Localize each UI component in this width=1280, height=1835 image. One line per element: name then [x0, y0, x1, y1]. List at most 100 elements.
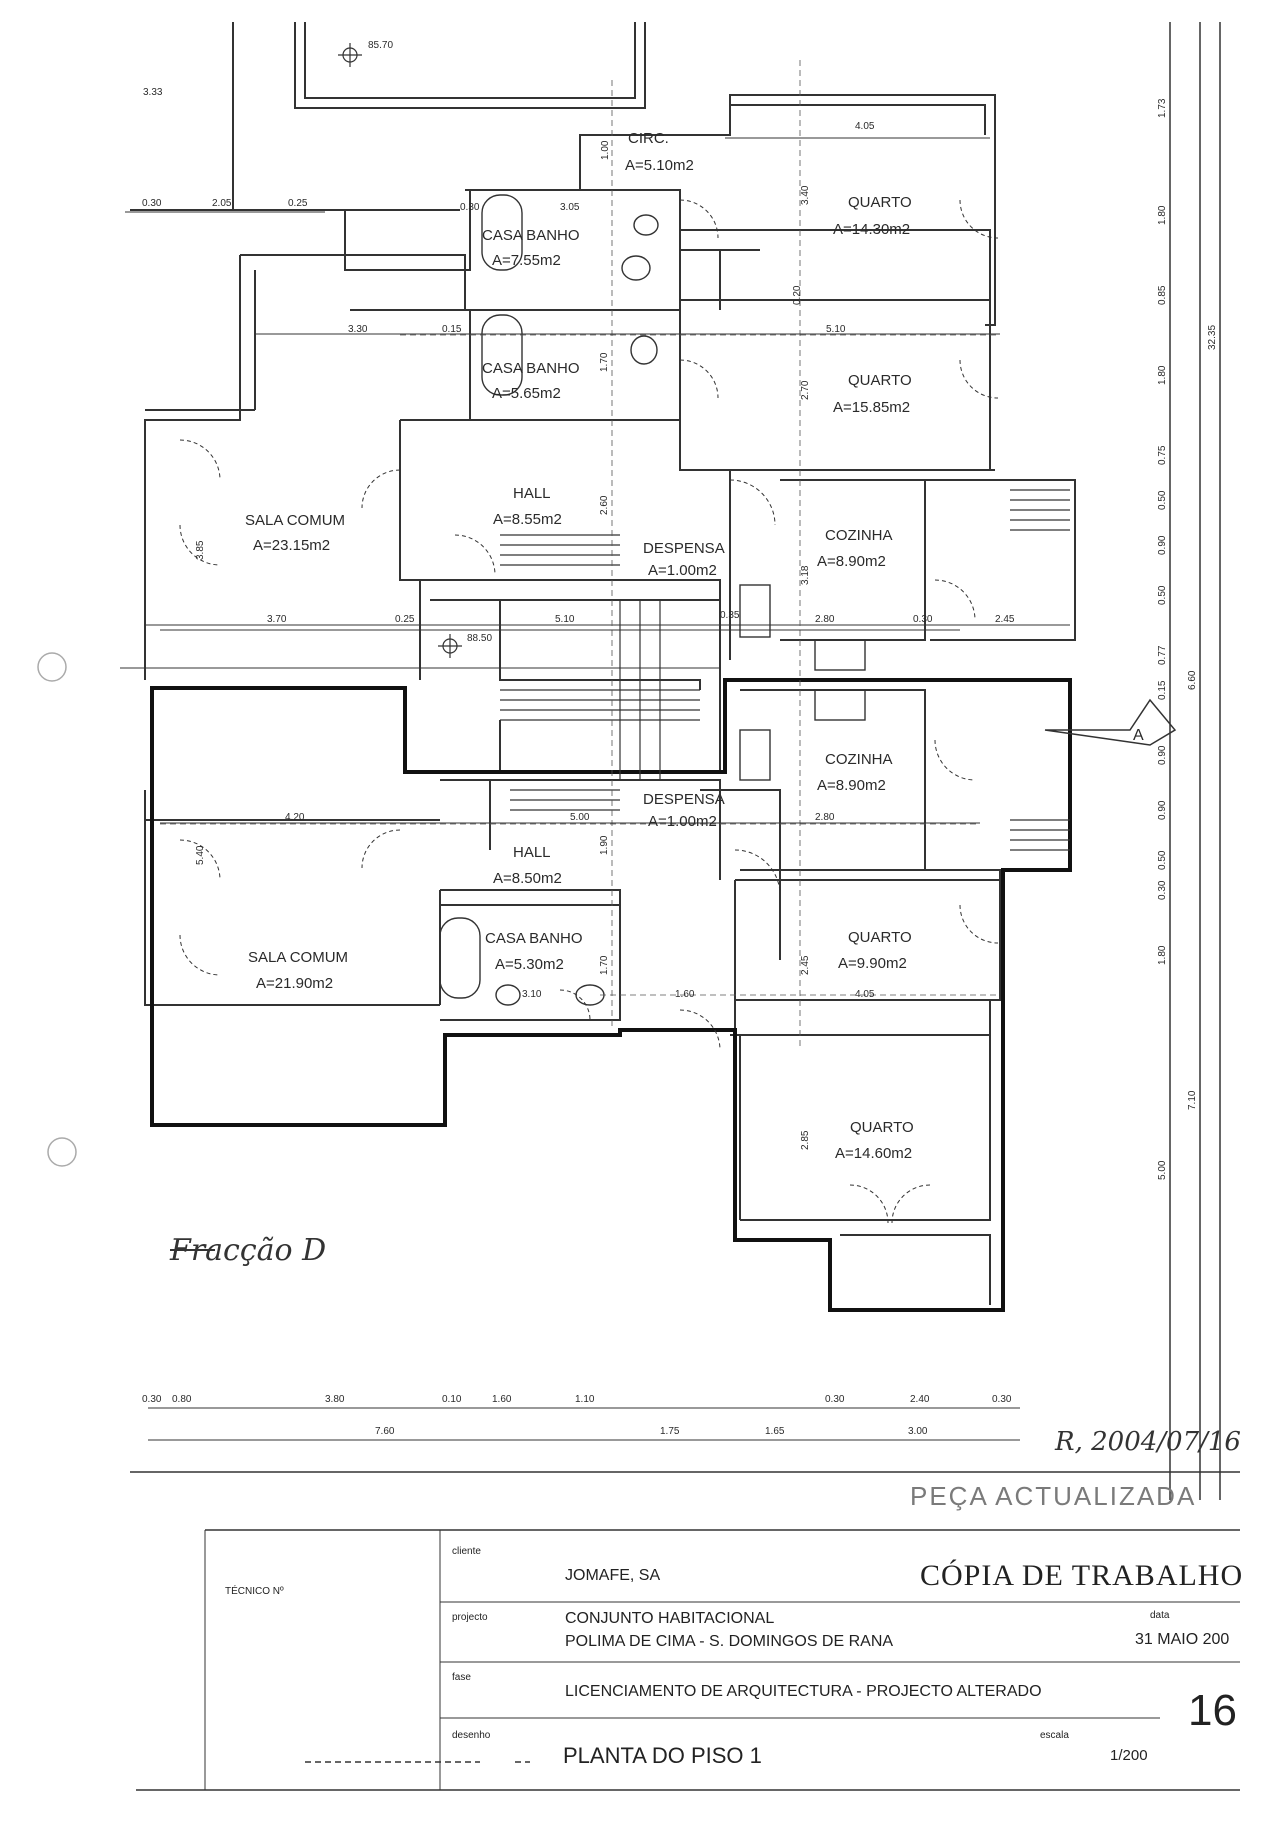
dimension-value: 3.70: [267, 614, 287, 625]
room-area: A=8.90m2: [817, 777, 886, 794]
dimension-value: 0.25: [288, 198, 308, 209]
dimension-value: 3.33: [143, 87, 163, 98]
room-name: COZINHA: [825, 751, 893, 768]
room-area: A=15.85m2: [833, 399, 910, 416]
dimension-value: 1.00: [600, 140, 611, 160]
dimension-value: 3.80: [325, 1394, 345, 1405]
room-labels: CIRC. A=5.10m2 QUARTO A=14.30m2 CASA BAN…: [245, 130, 914, 1162]
room-name: CASA BANHO: [482, 227, 580, 244]
dimension-value: 0.15: [442, 324, 462, 335]
dimension-value: 7.10: [1187, 1090, 1198, 1110]
dimension-value: 2.80: [815, 614, 835, 625]
room-area: A=21.90m2: [256, 975, 333, 992]
room-area: A=5.10m2: [625, 157, 694, 174]
escala-value: 1/200: [1110, 1747, 1148, 1764]
dimension-value: 5.40: [195, 845, 206, 865]
dimension-value: 3.05: [560, 202, 580, 213]
sanitary-fixtures: [439, 194, 866, 1006]
dimension-value: 0.80: [172, 1394, 192, 1405]
dimension-value: 0.10: [442, 1394, 462, 1405]
dimension-value: 1.70: [599, 352, 610, 372]
dimension-value: 0.25: [395, 614, 415, 625]
stairs: [500, 489, 1070, 851]
dimension-value: 1.80: [1157, 365, 1168, 385]
dimension-value: 0.77: [1157, 645, 1168, 665]
dimension-value: 5.00: [570, 812, 590, 823]
dimension-value: 1.80: [1157, 205, 1168, 225]
dimension-value: 1.75: [660, 1426, 680, 1437]
dimension-value: 3.85: [195, 540, 206, 560]
dimension-value: 5.10: [826, 324, 846, 335]
dimension-value: 0.30: [913, 614, 933, 625]
dimension-value: 2.80: [815, 812, 835, 823]
projecto-line-1: CONJUNTO HABITACIONAL: [565, 1610, 774, 1627]
room-name: HALL: [513, 485, 551, 502]
dimension-texts: 0.30 2.05 0.25 4.05 5.10 3.30 3.70 0.25 …: [142, 121, 1015, 1437]
dimension-value: 1.80: [1157, 945, 1168, 965]
desenho-label: desenho: [452, 1730, 491, 1741]
cliente-label: cliente: [452, 1546, 481, 1557]
dimension-value: 4.05: [855, 989, 875, 1000]
dimension-value: 1.90: [599, 835, 610, 855]
dimension-value: 0.50: [1157, 585, 1168, 605]
room-area: A=1.00m2: [648, 813, 717, 830]
dimension-value: 0.85: [1157, 285, 1168, 305]
dimension-value: 1.10: [575, 1394, 595, 1405]
room-area: A=14.60m2: [835, 1145, 912, 1162]
dimension-value: 0.30: [142, 1394, 162, 1405]
room-name: DESPENSA: [643, 540, 725, 557]
dimension-value: 3.18: [800, 565, 811, 585]
walls: [120, 22, 1221, 1500]
dimension-value: 2.45: [800, 955, 811, 975]
dimension-value: 0.90: [1157, 535, 1168, 555]
room-name: SALA COMUM: [248, 949, 348, 966]
dimension-value: 0.35: [720, 610, 740, 621]
dimension-value: 7.60: [375, 1426, 395, 1437]
room-area: A=5.65m2: [492, 385, 561, 402]
room-area: A=8.90m2: [817, 553, 886, 570]
dimension-value: 0.75: [1157, 445, 1168, 465]
vertical-dimension-texts: 1.73 1.80 0.85 1.80 0.75 0.50 0.90 0.50 …: [1157, 98, 1218, 1180]
fase-value: LICENCIAMENTO DE ARQUITECTURA - PROJECTO…: [565, 1683, 1042, 1700]
room-name: QUARTO: [850, 1119, 914, 1136]
room-area: A=8.50m2: [493, 870, 562, 887]
room-name: CASA BANHO: [485, 930, 583, 947]
dimension-value: 5.00: [1157, 1160, 1168, 1180]
dimension-value: 3.30: [348, 324, 368, 335]
dimension-value: 1.73: [1157, 98, 1168, 118]
room-area: A=9.90m2: [838, 955, 907, 972]
room-name: QUARTO: [848, 372, 912, 389]
data-label: data: [1150, 1610, 1170, 1621]
room-area: A=7.55m2: [492, 252, 561, 269]
projecto-label: projecto: [452, 1612, 488, 1623]
dimension-value: 0.50: [1157, 490, 1168, 510]
desenho-value: PLANTA DO PISO 1: [563, 1743, 762, 1768]
room-name: SALA COMUM: [245, 512, 345, 529]
punch-hole: [47, 1137, 77, 1167]
dimension-value: 6.60: [1187, 670, 1198, 690]
room-name: COZINHA: [825, 527, 893, 544]
dimension-value: 0.20: [792, 285, 803, 305]
punch-hole: [37, 652, 67, 682]
room-area: A=1.00m2: [648, 562, 717, 579]
cliente-value: JOMAFE, SA: [565, 1567, 660, 1584]
dimension-value: 2.05: [212, 198, 232, 209]
room-area: A=14.30m2: [833, 221, 910, 238]
section-marker-label: A: [1133, 727, 1144, 744]
escala-label: escala: [1040, 1730, 1069, 1741]
dimension-value: 0.90: [1157, 745, 1168, 765]
title-block: TÉCNICO Nº cliente JOMAFE, SA CÓPIA DE T…: [225, 1546, 1242, 1768]
updated-stamp: PEÇA ACTUALIZADA: [910, 1481, 1196, 1511]
projecto-line-2: POLIMA DE CIMA - S. DOMINGOS DE RANA: [565, 1633, 893, 1650]
dimension-value: 3.00: [908, 1426, 928, 1437]
dimension-value: 2.85: [800, 1130, 811, 1150]
room-name: HALL: [513, 844, 551, 861]
dimension-value: 2.70: [800, 380, 811, 400]
room-area: A=5.30m2: [495, 956, 564, 973]
dimension-value: 2.60: [599, 495, 610, 515]
dimension-value: 4.05: [855, 121, 875, 132]
interior-dimension-texts: 3.33 0.30 1.00 3.40 3.05 1.70 2.70 2.60 …: [143, 87, 811, 1150]
dimension-value: 2.45: [995, 614, 1015, 625]
dimension-value: 32.35: [1207, 325, 1218, 350]
